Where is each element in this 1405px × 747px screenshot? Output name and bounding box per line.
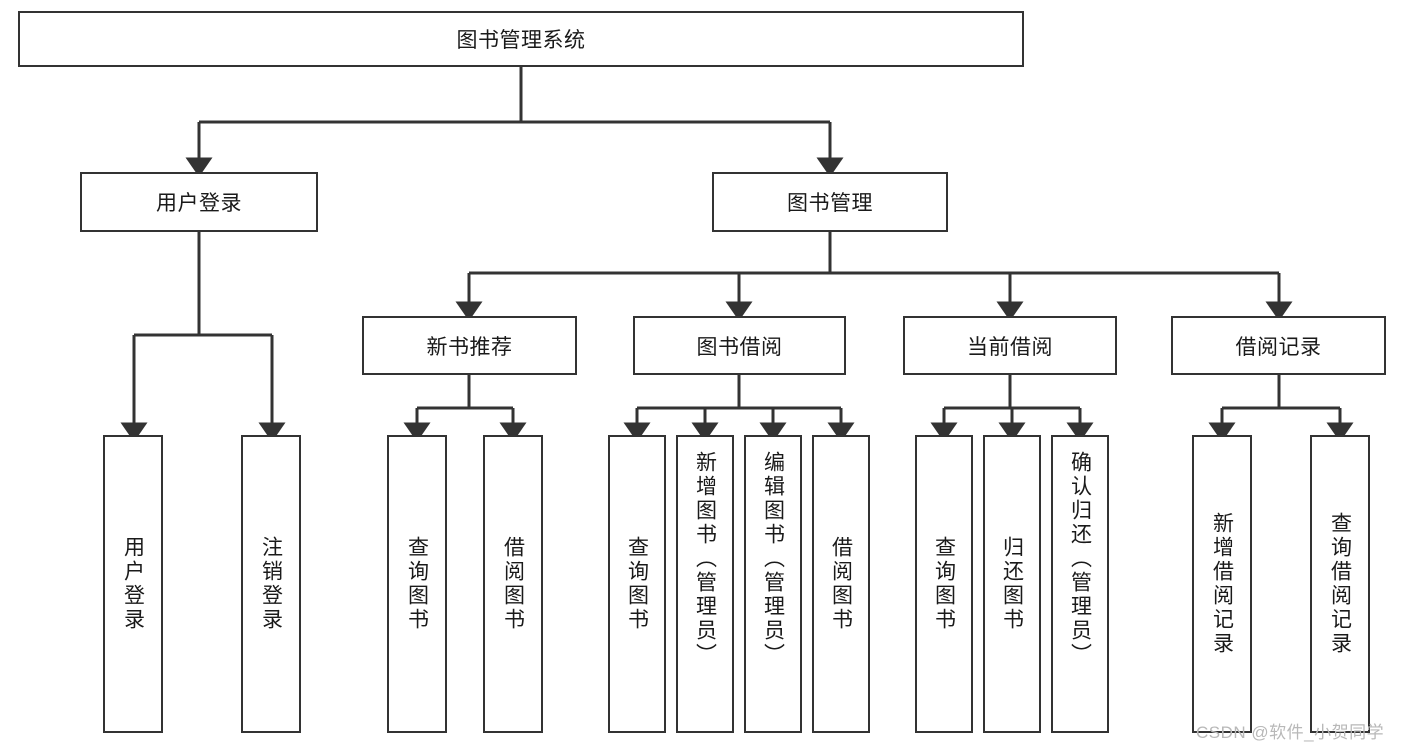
node-new-book-recommend[interactable]: 新书推荐 (362, 316, 577, 375)
leaf-query-borrow-record[interactable]: 查询借阅记录 (1310, 435, 1370, 733)
node-book-borrow[interactable]: 图书借阅 (633, 316, 846, 375)
node-book-management[interactable]: 图书管理 (712, 172, 948, 232)
leaf-confirm-return-admin[interactable]: 确认归还（管理员） (1051, 435, 1109, 733)
leaf-query-book-borrow[interactable]: 查询图书 (608, 435, 666, 733)
leaf-borrow-book[interactable]: 借阅图书 (812, 435, 870, 733)
csdn-watermark: CSDN @软件_小贺同学 (1196, 723, 1385, 742)
node-borrow-records[interactable]: 借阅记录 (1171, 316, 1386, 375)
leaf-edit-book-admin[interactable]: 编辑图书（管理员） (744, 435, 802, 733)
leaf-add-book-admin[interactable]: 新增图书（管理员） (676, 435, 734, 733)
leaf-borrow-book-newbooks[interactable]: 借阅图书 (483, 435, 543, 733)
node-current-borrow[interactable]: 当前借阅 (903, 316, 1117, 375)
node-root[interactable]: 图书管理系统 (18, 11, 1024, 67)
leaf-query-book-newbooks[interactable]: 查询图书 (387, 435, 447, 733)
leaf-user-login[interactable]: 用户登录 (103, 435, 163, 733)
leaf-return-book[interactable]: 归还图书 (983, 435, 1041, 733)
leaf-query-book-current[interactable]: 查询图书 (915, 435, 973, 733)
leaf-logout[interactable]: 注销登录 (241, 435, 301, 733)
node-user-login[interactable]: 用户登录 (80, 172, 318, 232)
leaf-add-borrow-record[interactable]: 新增借阅记录 (1192, 435, 1252, 733)
